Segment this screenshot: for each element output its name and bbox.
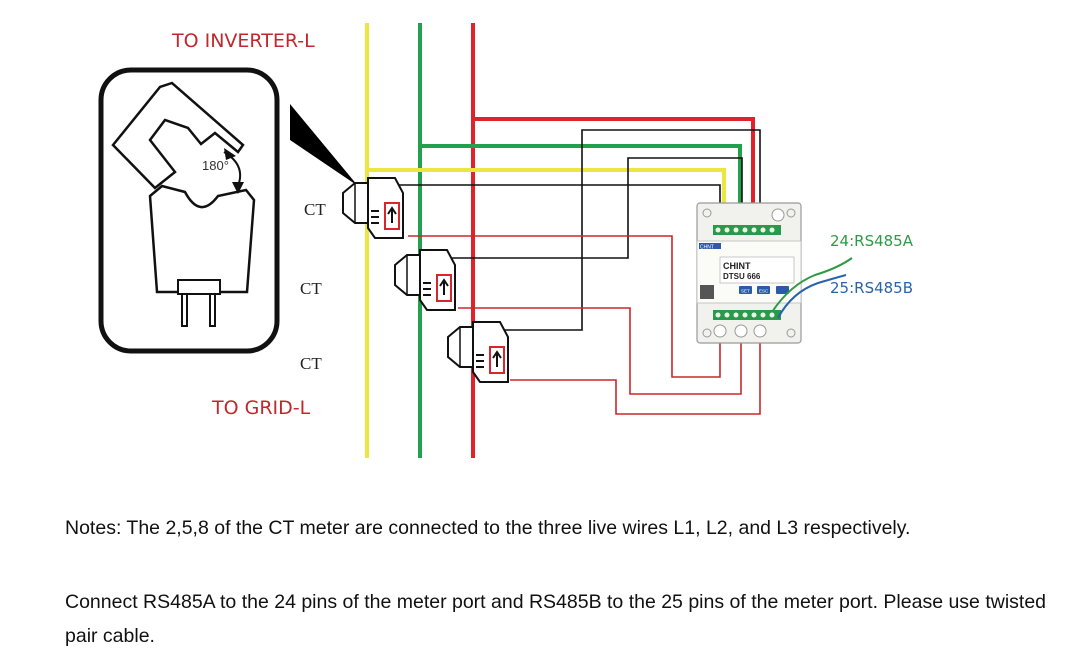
rs485a-label: 24:RS485A <box>830 232 914 250</box>
callout-pointer <box>290 104 358 186</box>
wire-l1-tap <box>367 168 726 218</box>
meter-brand: CHINT <box>723 261 751 271</box>
ct-pin-icon <box>181 293 188 327</box>
live-wires <box>365 23 755 458</box>
ct-clamp-1 <box>342 177 404 239</box>
ct1-return-wire <box>408 235 721 378</box>
direction-arrow-icon <box>439 278 449 295</box>
meter-esc-button[interactable] <box>757 286 770 294</box>
direction-arrow-icon <box>387 206 397 223</box>
wire-l2-tap <box>420 144 742 218</box>
meter-set-button[interactable] <box>739 286 752 294</box>
meter-display <box>719 256 795 284</box>
ct3-signal-wire <box>500 129 761 331</box>
meter-logo: CHNT <box>700 245 714 251</box>
ct-clamp-closeup: 180° <box>98 67 280 354</box>
meter-model: DTSU 666 <box>723 272 761 281</box>
meter-enter-button[interactable] <box>776 286 789 294</box>
svg-text:SET: SET <box>741 289 750 294</box>
ct2-return-wire <box>458 307 742 395</box>
wiring-diagram: TO INVERTER-L TO GRID-L CT CT CT 180° <box>98 23 914 458</box>
chint-meter: CHNT CHINT DTSU 666 SET ESC <box>696 202 802 344</box>
ct-clamps <box>342 177 509 383</box>
angle-label: 180° <box>202 158 229 173</box>
rs485b-label: 25:RS485B <box>830 279 913 297</box>
ct-pin-icon <box>209 293 216 327</box>
ct-clamp-2 <box>394 249 456 311</box>
ct2-signal-wire <box>445 157 743 259</box>
ct-jaw-icon <box>111 81 245 190</box>
to-grid-label: TO GRID-L <box>211 397 311 419</box>
svg-text:ESC: ESC <box>759 289 769 294</box>
note-rs485-wiring: Connect RS485A to the 24 pins of the met… <box>65 591 1047 647</box>
ct-return-wires <box>408 235 761 415</box>
ct-label-1: CT <box>304 200 326 219</box>
rs485b-wire <box>777 274 847 319</box>
wire-l3-tap <box>473 117 755 218</box>
ct3-return-wire <box>510 336 761 415</box>
ct1-signal-wire <box>395 184 721 215</box>
direction-arrow-icon <box>492 350 502 367</box>
ct-clamp-3 <box>447 321 509 383</box>
ct-label-2: CT <box>300 279 322 298</box>
rs485a-wire <box>771 257 853 313</box>
note-ct-wiring: Notes: The 2,5,8 of the CT meter are con… <box>65 517 911 539</box>
qr-code-icon <box>700 285 714 299</box>
ct-label-3: CT <box>300 354 322 373</box>
to-inverter-label: TO INVERTER-L <box>171 30 315 52</box>
ct-body-icon <box>148 184 256 294</box>
